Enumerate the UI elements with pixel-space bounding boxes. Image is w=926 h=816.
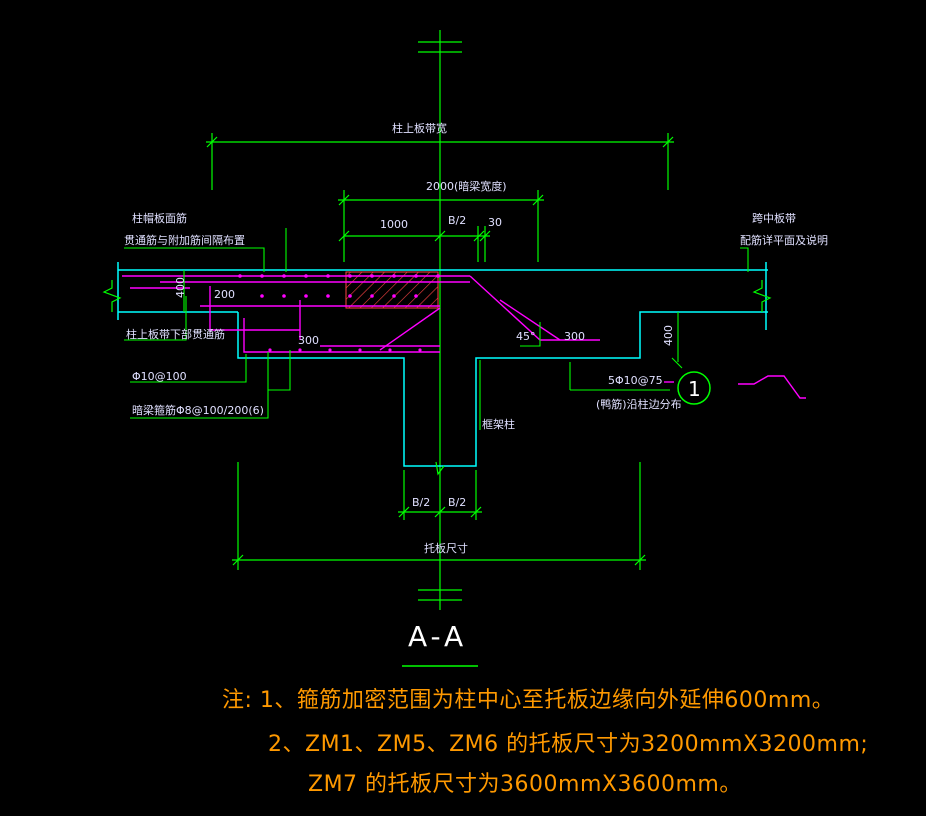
detail-number: 1 [688, 377, 701, 401]
rebar [122, 275, 806, 399]
hatched-core [345, 271, 439, 309]
label-slab-400-left: 400 [174, 277, 187, 298]
label-mid-strip-1: 跨中板带 [752, 211, 796, 225]
label-bar-phi10-100: Φ10@100 [132, 370, 187, 383]
label-cap-top-bar-2: 贯通筋与附加筋间隔布置 [124, 233, 245, 247]
label-dim-b2-top: B/2 [448, 214, 466, 227]
label-column-strip-bottom: 柱上板带下部贯通筋 [126, 327, 225, 341]
label-stirrup: 暗梁箍筋Φ8@100/200(6) [132, 403, 264, 417]
detail-marker [677, 371, 711, 405]
label-bars-5phi10: 5Φ10@75 [608, 374, 663, 387]
label-drop-panel-size: 托板尺寸 [424, 541, 468, 555]
note-line-3: ZM7 的托板尺寸为3600mmX3600mm。 [308, 772, 742, 797]
label-column-strip-width: 柱上板带宽 [392, 121, 447, 135]
note-line-1: 注: 1、箍筋加密范围为柱中心至托板边缘向外延伸600mm。 [222, 688, 835, 713]
label-dim-30: 30 [488, 216, 502, 229]
label-dim-300-right: 300 [564, 330, 585, 343]
label-dim-300-left: 300 [298, 334, 319, 347]
label-slab-400-right: 400 [662, 325, 675, 346]
break-lines [102, 280, 772, 476]
label-dim-b2-right: B/2 [448, 496, 466, 509]
label-frame-column: 框架柱 [482, 417, 515, 431]
label-dim-b2-left: B/2 [412, 496, 430, 509]
label-bars-along-col: (鸭筋)沿柱边分布 [596, 397, 682, 411]
label-angle-45: 45° [516, 330, 536, 343]
right-slab-dim [671, 312, 683, 369]
center-axis [418, 30, 462, 610]
label-cap-top-bar-1: 柱帽板面筋 [132, 211, 187, 225]
section-title: A-A [408, 620, 468, 653]
top-dimensions [206, 133, 674, 262]
leader-lines [124, 228, 749, 430]
bottom-dimensions [232, 462, 646, 570]
rebar-dots [238, 274, 440, 352]
label-dim-200: 200 [214, 288, 235, 301]
label-mid-strip-2: 配筋详平面及说明 [740, 233, 828, 247]
label-hidden-beam-width: 2000(暗梁宽度) [426, 179, 507, 193]
label-dim-1000: 1000 [380, 218, 408, 231]
note-line-2: 2、ZM1、ZM5、ZM6 的托板尺寸为3200mmX3200mm; [268, 732, 869, 757]
